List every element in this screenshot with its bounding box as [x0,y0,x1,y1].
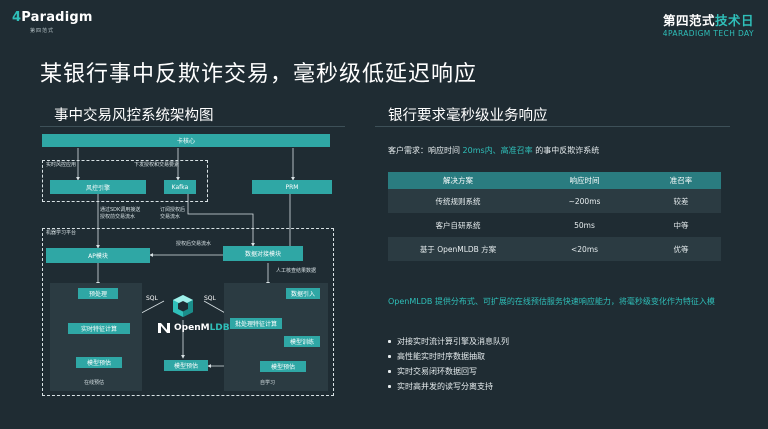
openmldb-name: OpenMLDB [174,323,230,333]
demand-prefix: 客户需求：响应时间 [388,146,460,155]
header-response-time: 响应时间 [528,172,642,189]
bullet-text: 高性能实时时序数据抽取 [397,352,485,361]
manual-check-label: 人工核查结果数据 [276,268,317,274]
list-item: 实时高并发的读写分离支持 [388,379,509,394]
event-title-prefix: 第四范式 [662,13,715,28]
event-subtitle: 4PARADIGM TECH DAY [662,29,754,38]
comparison-table: 解决方案 响应时间 准召率 传统规则系统 ~200ms 较差 客户自研系统 50… [388,172,721,261]
left-section-title: 事中交易风控系统架构图 [54,108,214,124]
risk-engine-box: 风控引擎 [50,180,146,194]
customer-demand: 客户需求：响应时间 20ms内、高准召率 的事中反欺诈系统 [388,145,599,156]
self-learning-label: 自学习 [260,380,276,386]
demand-highlight: 20ms内、高准召率 [462,146,533,155]
left-model-est-box: 模型预估 [76,357,122,368]
table-cell: 传统规则系统 [388,189,528,213]
sql-left-label: SQL [146,295,158,302]
data-ingest-box: 数据引入 [286,288,320,299]
logo-text: Paradigm [21,10,93,25]
bullet-icon [388,340,391,343]
openmldb-logo-icon [158,323,170,333]
table-header-row: 解决方案 响应时间 准召率 [388,172,721,189]
ml-platform-label: 机器学习平台 [46,230,77,236]
table-cell: <20ms [528,237,642,261]
event-title: 第四范式技术日 [663,10,754,29]
table-cell: 较差 [641,189,721,213]
online-estimation-label: 在线预估 [84,380,105,386]
header-solution: 解决方案 [388,172,528,189]
logo-number: 4 [12,10,22,25]
table-cell: 基于 OpenMLDB 方案 [388,237,528,261]
card-core-box: 卡核心 [42,134,330,147]
bullet-text: 实时交易闭环数据回写 [397,367,477,376]
ml-platform-container [42,228,334,396]
openmldb-description: OpenMLDB 提供分布式、可扩展的在线预估服务快速响应能力，将毫秒级变化作为… [388,297,715,306]
openmldb-cube-icon [173,295,193,317]
bullet-icon [388,355,391,358]
table-row: 客户自研系统 50ms 中等 [388,213,721,237]
event-title-accent: 技术日 [714,13,754,28]
realtime-risk-app-label: 实时风控应用 [46,162,77,168]
table-cell: 中等 [673,220,689,230]
table-cell: ~200ms [528,189,642,213]
right-section-title: 银行要求毫秒级业务响应 [388,108,548,124]
table-cell: 50ms [574,220,595,230]
left-section-divider [40,126,345,127]
feedback-label-2: 交易流水 [160,214,181,220]
prm-box: PRM [252,180,332,194]
company-logo: 4Paradigm [12,10,93,25]
issue-auth-label: 下发授权和交易要素 [134,162,180,168]
realtime-risk-app-container [42,160,208,202]
logo-subtitle: 第四范式 [30,28,55,34]
bullet-icon [388,385,391,388]
list-item: 高性能实时时序数据抽取 [388,349,509,364]
right-section-divider [375,126,730,127]
model-train-box: 模型训练 [284,336,320,347]
sdk-call-label-1: 通过SDK调用接送 [100,207,141,213]
feedback-label-1: 订阅授权后 [160,207,186,213]
after-auth-flow-label: 授权后交易流水 [176,241,212,247]
table-row: 基于 OpenMLDB 方案 <20ms 优等 [388,237,721,261]
openmldb-name-suffix: LDB [209,323,230,333]
architecture-diagram: 卡核心 实时风控应用 下发授权和交易要素 风控引擎 Kafka PRM 通过SD… [38,128,338,398]
data-module-box: 数据对接模块 [223,246,303,261]
online-estimation-panel [50,283,142,391]
middle-model-est-box: 模型预估 [164,360,208,371]
table-cell: 客户自研系统 [435,220,481,230]
openmldb-name-prefix: OpenM [174,323,210,333]
demand-suffix: 的事中反欺诈系统 [535,146,600,155]
header-accuracy: 准召率 [641,172,721,189]
bullet-text: 对接实时流计算引擎及消息队列 [397,337,509,346]
table-cell: 优等 [641,237,721,261]
sdk-call-label-2: 授权前交易流水 [100,214,136,220]
slide-title: 某银行事中反欺诈交易，毫秒级低延迟响应 [40,62,478,87]
sql-right-label: SQL [204,295,216,302]
bullet-text: 实时高并发的读写分离支持 [397,382,493,391]
bullet-icon [388,370,391,373]
table-row: 传统规则系统 ~200ms 较差 [388,189,721,213]
right-model-est-box: 模型预估 [260,361,306,372]
batch-feature-box: 批处理特征计算 [230,318,282,329]
ap-module-box: AP模块 [46,248,150,263]
feature-bullet-list: 对接实时流计算引擎及消息队列 高性能实时时序数据抽取 实时交易闭环数据回写 实时… [388,334,509,394]
preprocess-box: 预处理 [78,288,118,299]
list-item: 实时交易闭环数据回写 [388,364,509,379]
list-item: 对接实时流计算引擎及消息队列 [388,334,509,349]
kafka-box: Kafka [164,180,196,194]
realtime-feature-box: 实时特征计算 [68,323,130,334]
